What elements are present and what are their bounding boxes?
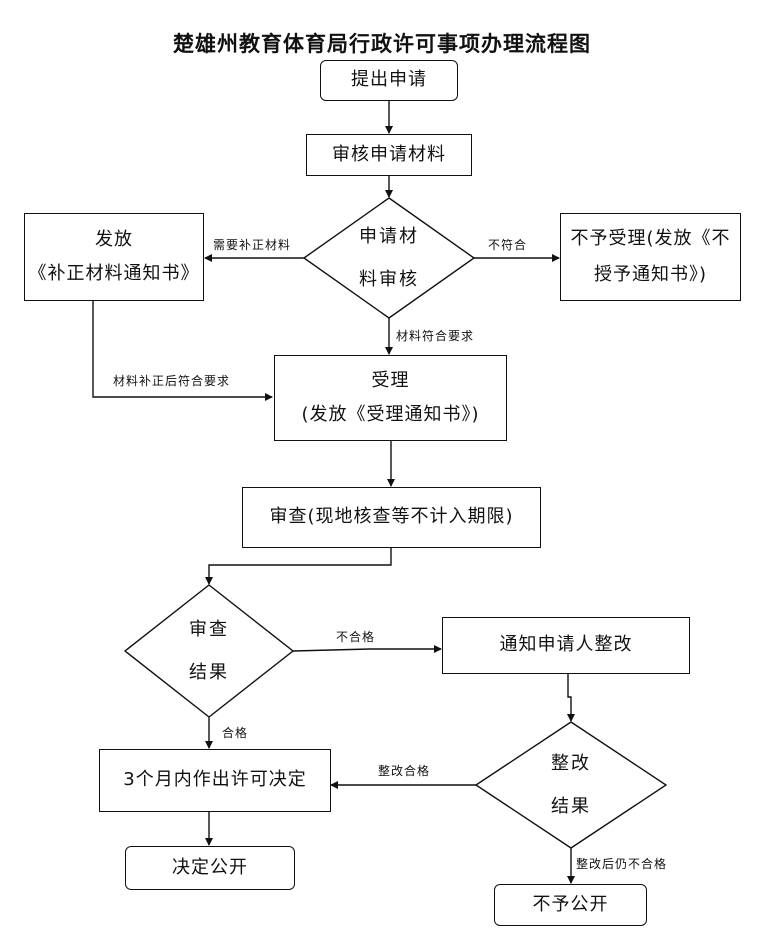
- node-no-publish: 不予公开: [494, 884, 647, 926]
- node-reject: 不予受理(发放《不 授予通知书》): [560, 213, 741, 301]
- edge-label-need-supplement: 需要补正材料: [213, 238, 292, 252]
- node-notify-fix: 通知申请人整改: [442, 617, 690, 674]
- node-review-materials: 审核申请材料: [306, 134, 472, 176]
- edge-label-not-qualified: 不合格: [336, 630, 376, 644]
- page-title: 楚雄州教育体育局行政许可事项办理流程图: [173, 32, 591, 56]
- edge-label-fix-fail: 整改后仍不合格: [576, 857, 668, 871]
- arrow-notify-to-fixresult: [567, 674, 575, 722]
- edge-label-conform: 材料符合要求: [396, 329, 475, 343]
- node-exam-result: 审查 结果: [189, 619, 229, 684]
- arrow-result-to-notify: [292, 645, 442, 653]
- node-material-check: 申请材 料审核: [359, 226, 419, 291]
- edge-label-qualified: 合格: [222, 726, 249, 740]
- node-examine: 审查(现地核查等不计入期限): [242, 487, 541, 548]
- node-supplement: 发放 《补正材料通知书》: [24, 213, 204, 301]
- node-publish: 决定公开: [125, 846, 295, 890]
- node-accept: 受理 (发放《受理通知书》): [274, 355, 507, 441]
- arrow-supplement-to-accept: [92, 301, 273, 401]
- node-apply: 提出申请: [320, 60, 458, 101]
- edge-label-not-conform: 不符合: [488, 238, 528, 252]
- edge-label-fix-ok: 整改合格: [378, 764, 431, 778]
- edge-label-after-supplement: 材料补正后符合要求: [113, 374, 231, 388]
- arrow-examine-to-result: [205, 548, 392, 585]
- node-fix-result: 整改 结果: [551, 753, 591, 818]
- node-decision: 3个月内作出许可决定: [99, 749, 331, 812]
